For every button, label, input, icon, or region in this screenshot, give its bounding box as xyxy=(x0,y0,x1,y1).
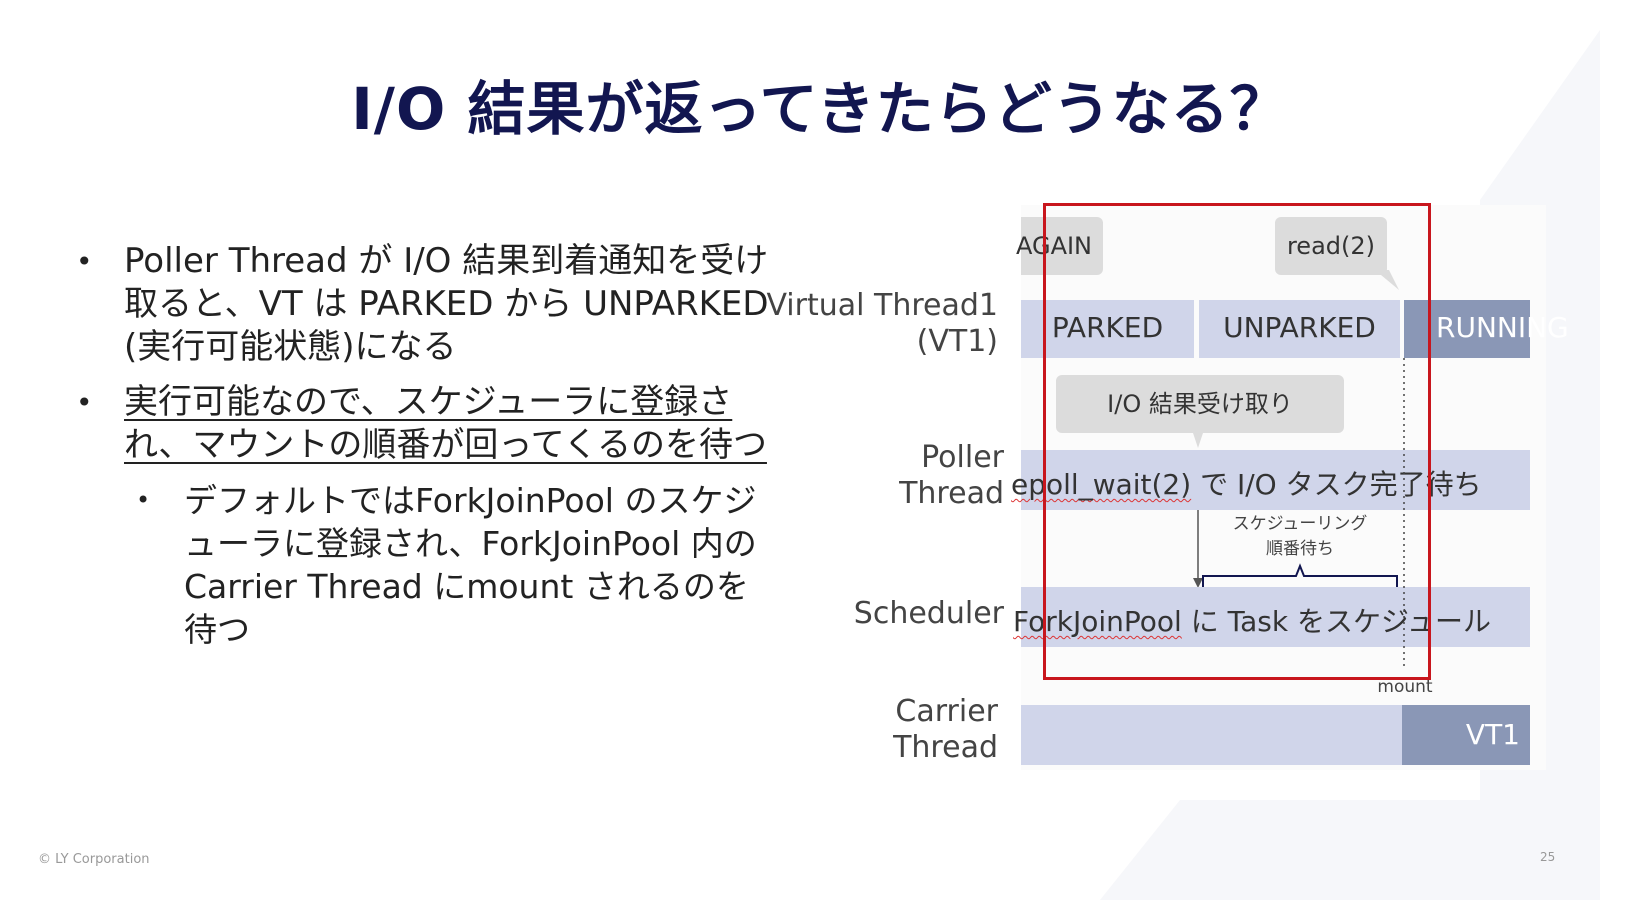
poller-wait-rest: で I/O タスク完了待ち xyxy=(1191,468,1482,501)
label-scheduler: Scheduler xyxy=(853,596,1004,631)
poller-wait-text: epoll_wait(2) で I/O タスク完了待ち xyxy=(1011,463,1530,503)
io-bubble-tail xyxy=(1192,430,1204,448)
label-line: Virtual Thread1 xyxy=(766,288,998,323)
page-title: I/O 結果が返ってきたらどうなる？ xyxy=(351,75,1289,143)
poller-wait-bar: epoll_wait(2) で I/O タスク完了待ち xyxy=(1011,450,1530,510)
scheduling-wait-label: スケジューリング 順番待ち xyxy=(1200,512,1400,562)
bubble-text: AGAIN xyxy=(1015,232,1093,260)
carrier-vt1-bar: VT1 xyxy=(1402,705,1530,765)
bullet-text: Poller Thread が I/O 結果到着通知を受け取ると、VT は PA… xyxy=(124,241,769,367)
poller-wait-prefix: epoll_wait(2) xyxy=(1011,468,1192,501)
scheduler-bar-prefix: ForkJoinPool xyxy=(1013,605,1182,638)
bullet-list: • Poller Thread が I/O 結果到着通知を受け取ると、VT は … xyxy=(76,240,776,651)
highlight-box xyxy=(1043,203,1431,680)
carrier-idle-bar xyxy=(1021,705,1402,765)
wait-line: スケジューリング xyxy=(1232,514,1368,534)
thread-state-diagram: Virtual Thread1 (VT1) Poller Thread Sche… xyxy=(760,200,1600,790)
bullet-text-underlined: 実行可能なので、スケジューラに登録され、マウントの順番が回ってくるのを待つ xyxy=(124,382,767,465)
carrier-vt1-label: VT1 xyxy=(1465,718,1520,751)
label-virtual-thread: Virtual Thread1 (VT1) xyxy=(760,288,998,360)
wait-brace xyxy=(1202,563,1398,588)
bullet-dot: • xyxy=(136,486,151,514)
label-poller-thread: Poller Thread xyxy=(760,440,1004,512)
scheduler-bar-rest: に Task をスケジュール xyxy=(1181,605,1491,638)
sub-bullet-item: • デフォルトではForkJoinPool のスケジューラに登録され、ForkJ… xyxy=(76,479,776,651)
label-line: (VT1) xyxy=(916,324,998,359)
bullet-item: • 実行可能なので、スケジューラに登録され、マウントの順番が回ってくるのを待つ xyxy=(76,381,776,467)
state-running-label: RUNNING xyxy=(1436,311,1569,344)
page-number: 25 xyxy=(1540,850,1556,864)
again-bubble: AGAIN xyxy=(1016,217,1103,275)
state-parked-bar: PARKED xyxy=(1021,300,1194,358)
label-line: Thread xyxy=(893,730,998,765)
mount-label: mount xyxy=(1377,677,1433,697)
arrow-down xyxy=(1193,510,1203,588)
label-line: Poller xyxy=(921,440,1004,475)
mount-dotted-line xyxy=(1403,358,1405,668)
bullet-dot: • xyxy=(76,386,93,419)
read-bubble: read(2) xyxy=(1275,217,1387,275)
read-bubble-tail xyxy=(1375,270,1399,290)
label-line: Thread xyxy=(899,476,1004,511)
state-parked-label: PARKED xyxy=(1051,311,1164,344)
bullet-item: • Poller Thread が I/O 結果到着通知を受け取ると、VT は … xyxy=(76,240,776,369)
label-line: Carrier xyxy=(895,694,998,729)
sub-bullet-text: デフォルトではForkJoinPool のスケジューラに登録され、ForkJoi… xyxy=(184,481,757,649)
state-running-bar: RUNNING xyxy=(1404,300,1569,358)
state-unparked-label: UNPARKED xyxy=(1223,311,1376,344)
scheduler-bar-text: ForkJoinPool に Task をスケジュール xyxy=(1013,600,1530,640)
scheduler-bar: ForkJoinPool に Task をスケジュール xyxy=(1013,587,1530,647)
bullet-dot: • xyxy=(76,245,93,278)
state-unparked-bar: UNPARKED xyxy=(1199,300,1400,358)
io-receive-bubble: I/O 結果受け取り xyxy=(1056,375,1344,433)
wait-line: 順番待ち xyxy=(1266,539,1334,559)
copyright: © LY Corporation xyxy=(38,852,150,867)
label-carrier-thread: Carrier Thread xyxy=(760,694,998,766)
